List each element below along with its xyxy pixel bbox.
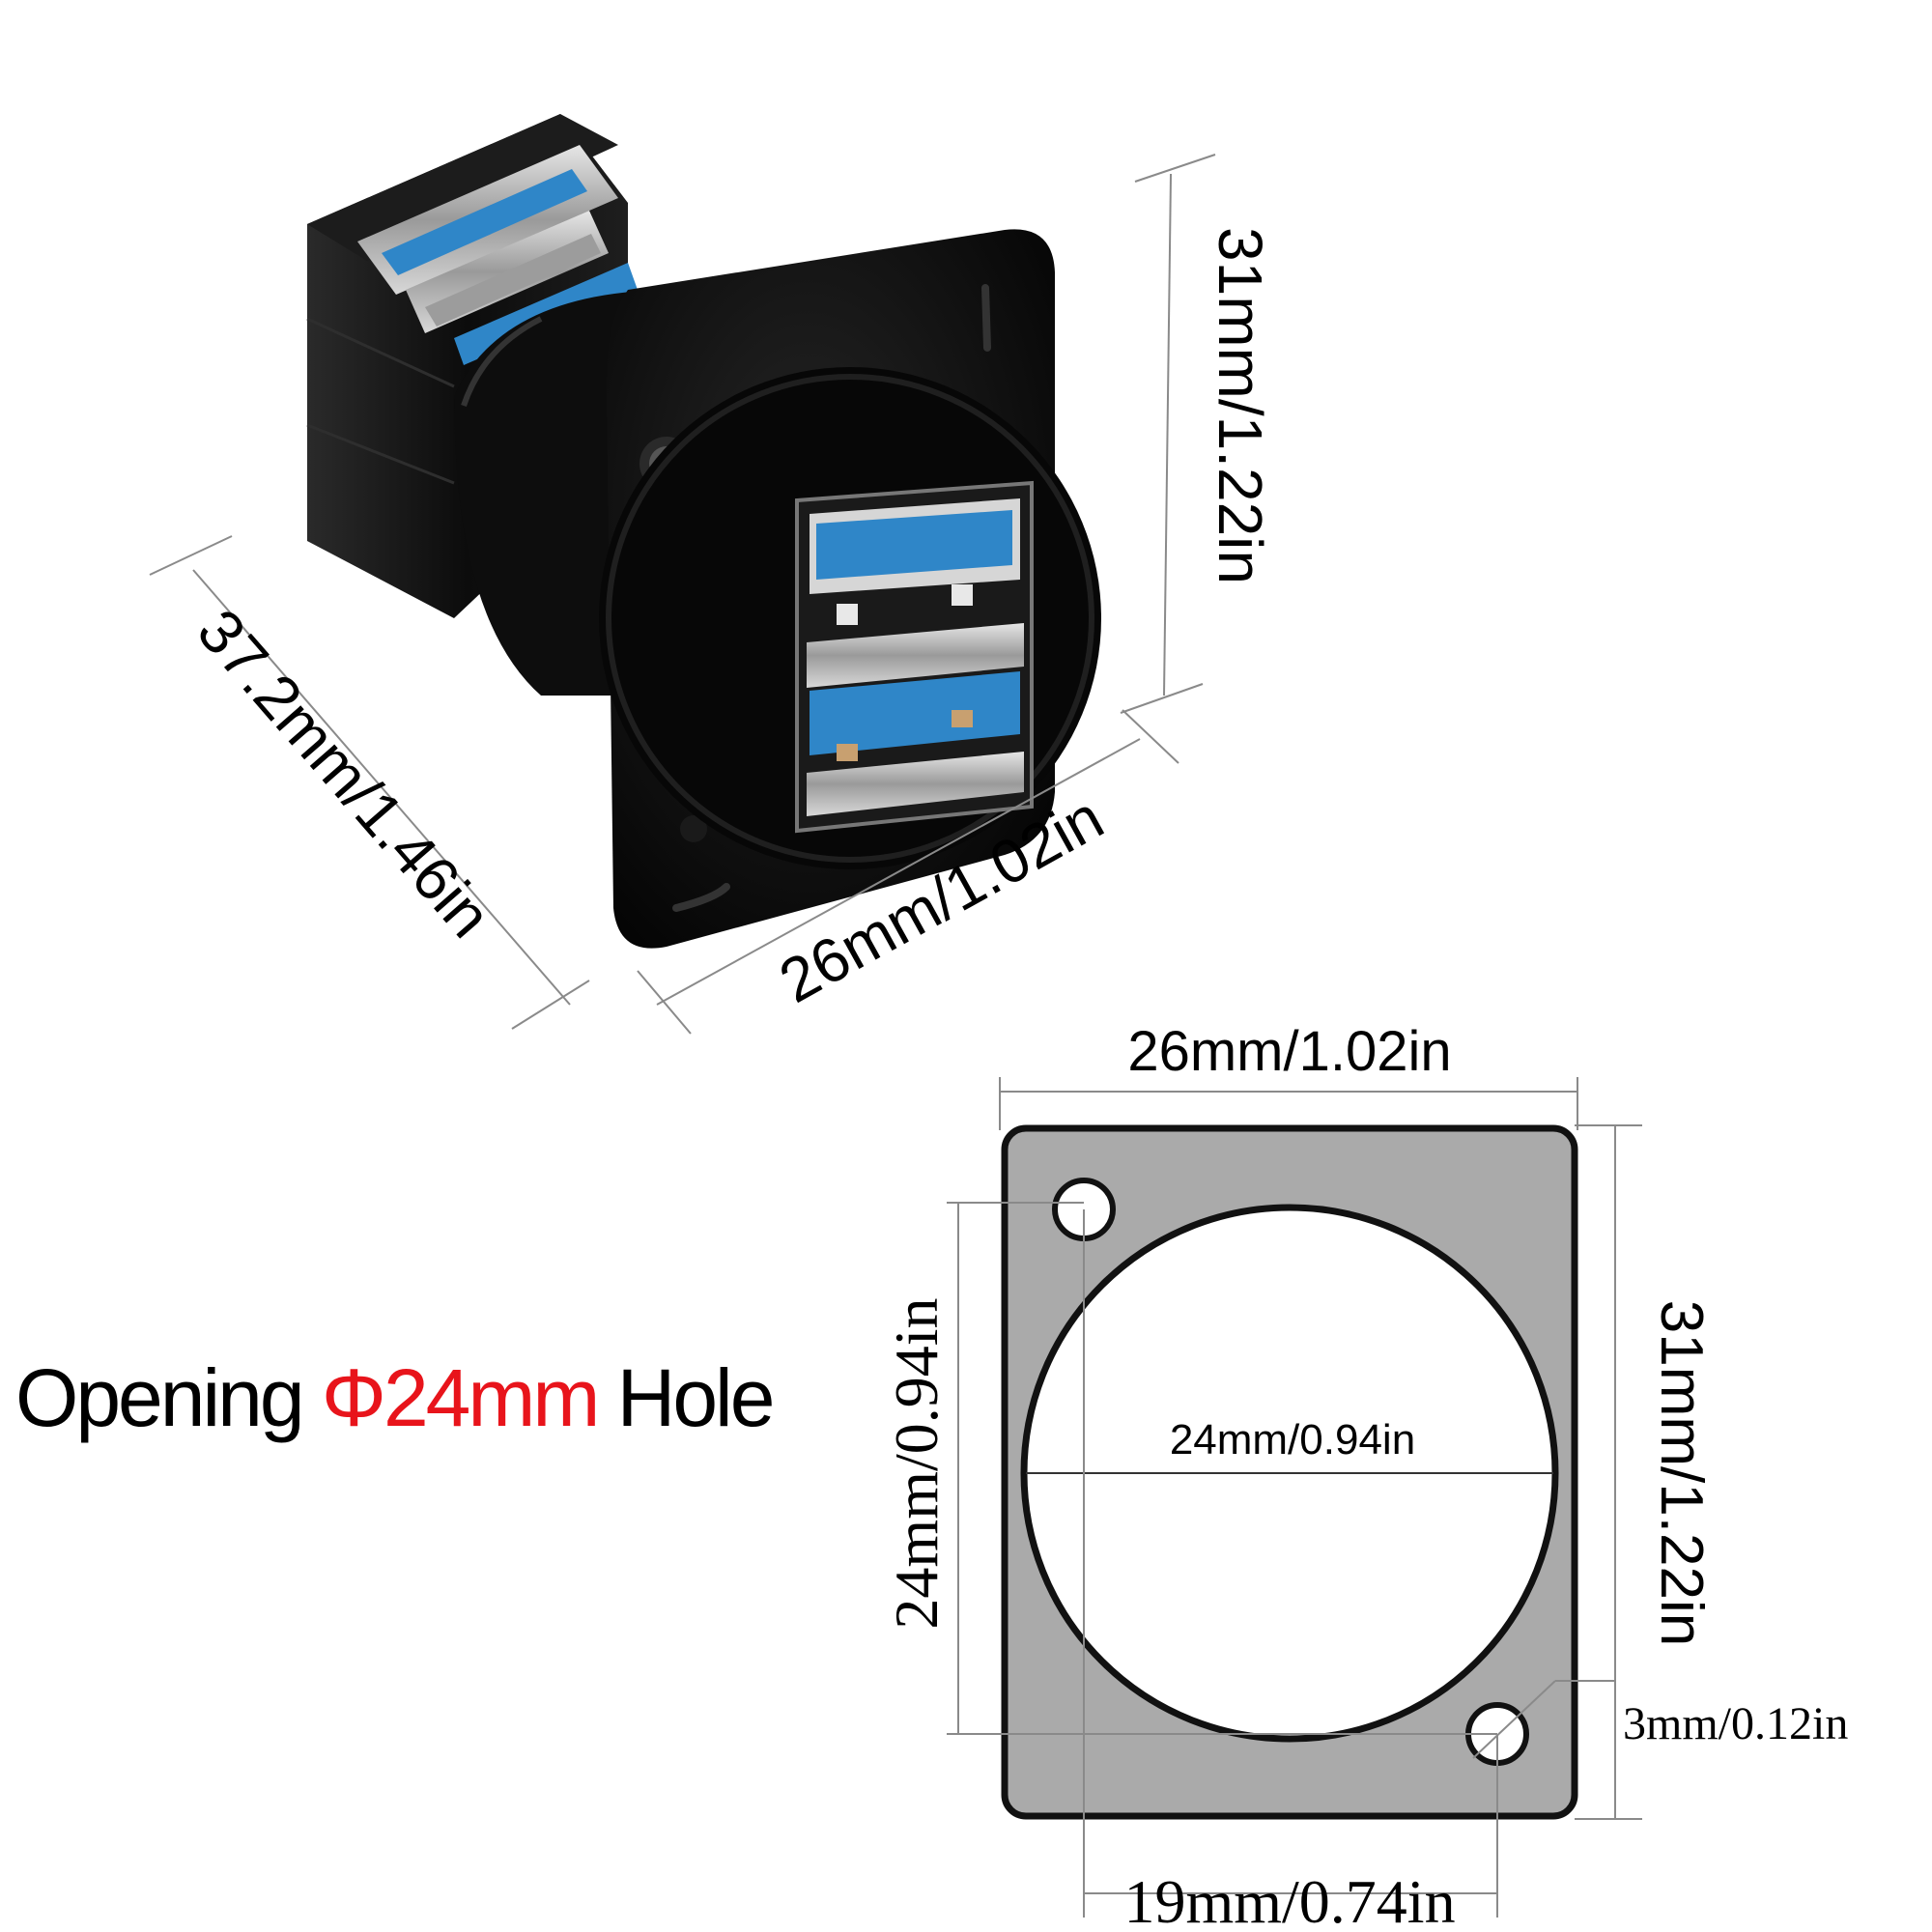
height-dimension-label: 31mm/1.22in — [1206, 227, 1275, 584]
front-usb-ports — [795, 480, 1034, 834]
panel-dimension-lines — [947, 1077, 1642, 1918]
caption-diameter-highlight: Φ24mm — [321, 1352, 600, 1443]
hole-diameter-label: 24mm/0.94in — [1170, 1416, 1415, 1463]
product-dimension-lines — [149, 154, 1216, 1035]
hole-spacing-vertical-label: 24mm/0.94in — [882, 1297, 951, 1629]
panel-cutout-drawing — [1001, 1124, 1578, 1820]
usb-connector-illustration — [306, 114, 1101, 949]
panel-height-label: 31mm/1.22in — [1648, 1300, 1715, 1646]
panel-width-label: 26mm/1.02in — [1127, 1020, 1451, 1083]
caption-suffix: Hole — [597, 1352, 776, 1443]
opening-hole-caption: Opening Φ24mm Hole — [15, 1345, 776, 1451]
mount-hole-size-label: 3mm/0.12in — [1623, 1698, 1848, 1749]
hole-spacing-horizontal-label: 19mm/0.74in — [1123, 1867, 1455, 1932]
depth-dimension-label: 37.2mm/1.46in — [185, 596, 505, 951]
caption-prefix: Opening — [15, 1352, 322, 1443]
